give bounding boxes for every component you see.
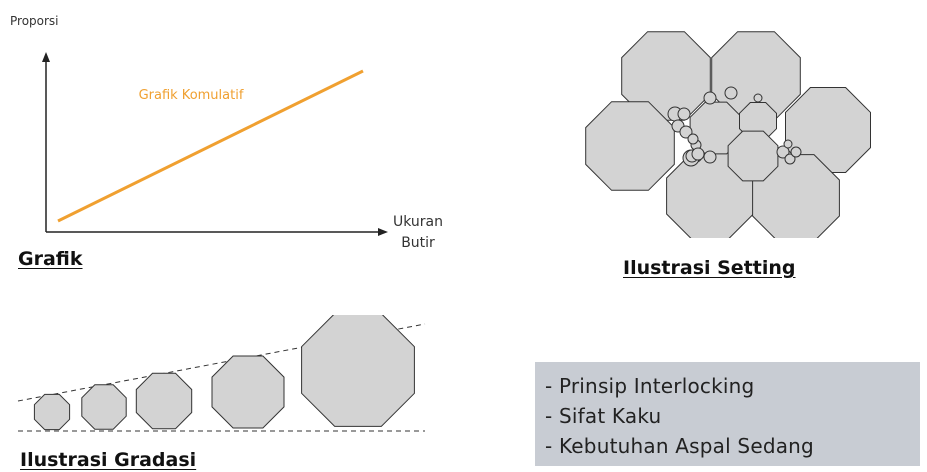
- gradation-particles: [33, 315, 415, 431]
- gradation-particle: [211, 355, 285, 429]
- large-particles: [585, 31, 871, 238]
- small-particle: [687, 133, 699, 145]
- small-particle: [790, 146, 802, 158]
- setting-caption: Ilustrasi Setting: [623, 257, 796, 279]
- small-particles: [667, 86, 802, 167]
- gradation-particle: [301, 315, 415, 427]
- small-particle: [691, 147, 705, 161]
- small-particle: [783, 139, 793, 149]
- small-particle: [677, 107, 691, 121]
- small-particle: [703, 91, 717, 105]
- small-particle: [679, 125, 693, 139]
- series-label: Grafik Komulatif: [138, 88, 244, 103]
- medium-particle: [689, 101, 743, 155]
- medium-particles: [689, 101, 779, 182]
- gradation-caption: Ilustrasi Gradasi: [20, 449, 197, 471]
- small-particle: [784, 153, 796, 165]
- small-particle: [776, 145, 790, 159]
- medium-particle: [727, 130, 779, 182]
- small-particle: [703, 150, 717, 164]
- property-item-asphalt: - Kebutuhan Aspal Sedang: [545, 434, 814, 458]
- property-item-rigid: - Sifat Kaku: [545, 404, 662, 428]
- gradation-illustration: [17, 315, 426, 432]
- gradation-particle: [33, 393, 71, 431]
- x-axis-arrowhead: [378, 228, 388, 236]
- gradation-particle: [81, 384, 127, 430]
- small-particle: [753, 93, 763, 103]
- y-axis-label: Proporsi: [10, 14, 59, 28]
- large-particle: [785, 87, 871, 173]
- setting-illustration: [585, 31, 871, 238]
- y-axis-arrowhead: [42, 52, 50, 62]
- cumulative-graph: [42, 52, 388, 236]
- properties-box: - Prinsip Interlocking - Sifat Kaku - Ke…: [535, 362, 920, 466]
- gradation-particle: [135, 372, 193, 430]
- large-particle: [585, 101, 675, 191]
- x-axis-label: Ukuran Butir: [392, 214, 443, 251]
- cumulative-line: [57, 69, 364, 223]
- graph-caption: Grafik: [18, 248, 83, 270]
- property-item-interlocking: - Prinsip Interlocking: [545, 374, 755, 398]
- small-particle: [724, 86, 738, 100]
